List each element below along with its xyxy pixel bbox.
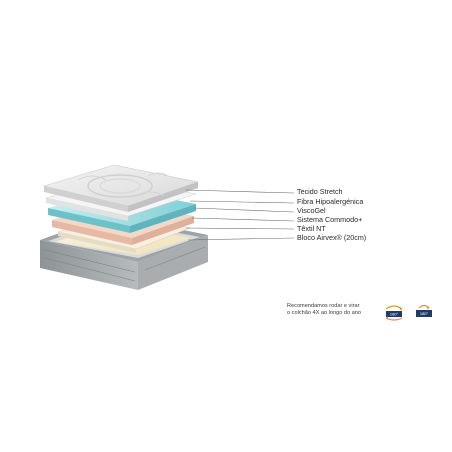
- flip-180-icon: 180°: [416, 304, 432, 317]
- svg-text:180°: 180°: [390, 312, 399, 317]
- label-viscogel: ViscoGel: [297, 206, 326, 215]
- rotation-note-line1: Recomendamos rodar e virar: [287, 303, 360, 309]
- label-tecido-stretch: Tecido Stretch: [297, 187, 343, 196]
- rotation-note: Recomendamos rodar e virar o colchão 4X …: [287, 303, 361, 317]
- leader-lines: [185, 189, 295, 241]
- label-fibra-hipoalergenica: Fibra Hipoalergénica: [297, 197, 364, 206]
- svg-text:180°: 180°: [420, 311, 429, 316]
- rotate-180-icon: 180°: [385, 305, 403, 321]
- label-textil-nt: Têxtil NT: [297, 224, 326, 233]
- rotation-note-line2: o colchão 4X ao longo do ano: [287, 309, 362, 316]
- label-sistema-commodo: Sistema Commodo+: [297, 215, 363, 224]
- label-bloco-airvex: Bloco Airvex® (20cm): [297, 233, 367, 242]
- stretch-fabric-layer: [42, 164, 200, 212]
